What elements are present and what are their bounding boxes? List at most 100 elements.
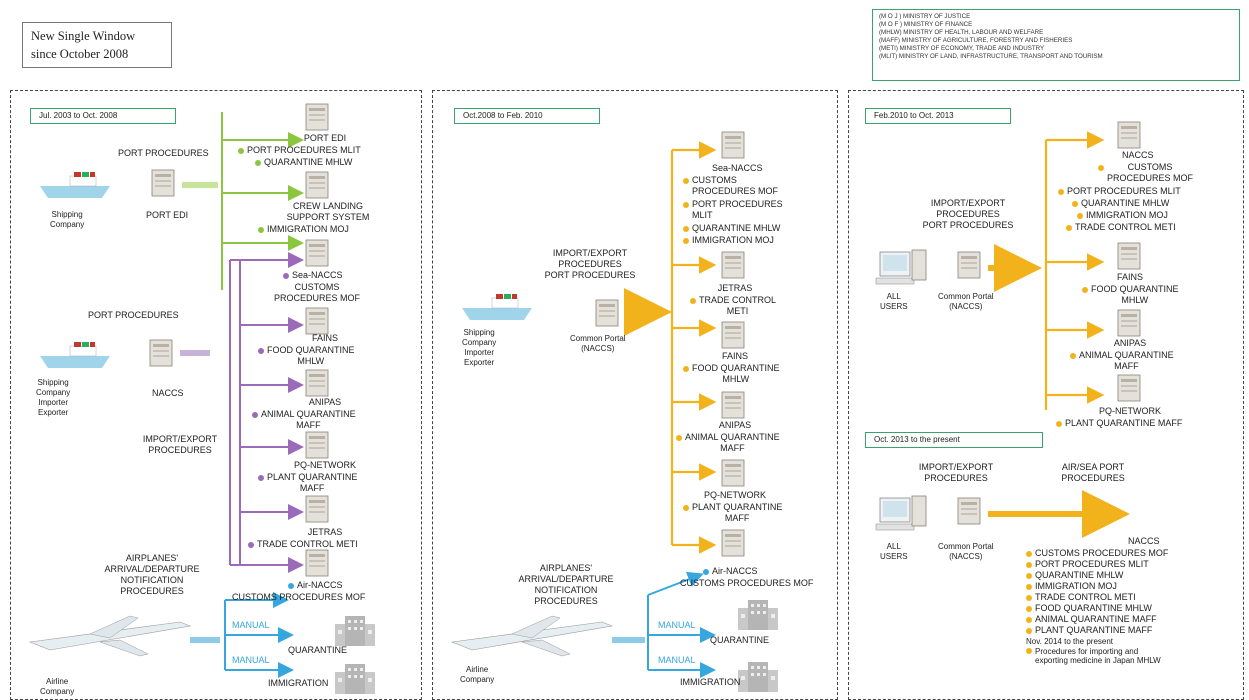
naccs-center-label: NACCS xyxy=(152,388,184,398)
bullet-dot xyxy=(283,272,289,279)
common-portal-label: Common Portal (NACCS) xyxy=(938,542,994,561)
procedures-label: IMPORT/EXPORT PROCEDURES PORT PROCEDURES xyxy=(544,248,636,280)
system-anipas: ANIPAS xyxy=(718,420,752,430)
bullet-dot xyxy=(255,159,261,166)
period-label: Jul. 2003 to Oct. 2008 xyxy=(30,108,176,124)
shipping-company-label: Shipping Company xyxy=(50,210,85,229)
bullet-item: PORT PROCEDURES MLIT xyxy=(1026,559,1168,570)
legend-item: (METI) MINISTRY OF ECONOMY, TRADE AND IN… xyxy=(879,45,1045,53)
bullet-dot xyxy=(1077,212,1083,219)
ship-icon xyxy=(39,341,111,369)
all-users-label: ALL USERS xyxy=(880,542,908,561)
bullet-dot xyxy=(1026,594,1032,601)
procedures-label: IMPORT/EXPORT PROCEDURES xyxy=(918,462,994,483)
bullet-item: IMMIGRATION MOJ xyxy=(1077,210,1168,221)
legend-item: (MHLW) MINISTRY OF HEALTH, LABOUR AND WE… xyxy=(879,29,1044,37)
common-portal-label: Common Portal (NACCS) xyxy=(938,292,994,311)
system-sea-naccs: Sea-NACCS xyxy=(283,270,343,281)
legend-item: (M O F ) MINISTRY OF FINANCE xyxy=(879,21,973,29)
port-edi-center-label: PORT EDI xyxy=(146,210,189,220)
bullet-dot xyxy=(1026,616,1032,623)
bullet-dot xyxy=(1026,583,1032,590)
airplanes-procedures-label: AIRPLANES' ARRIVAL/DEPARTURE NOTIFICATIO… xyxy=(104,553,200,596)
system-jetras: JETRAS xyxy=(307,527,343,537)
bullet-dot xyxy=(676,434,682,441)
bullet-item: PLANT QUARANTINE MAFF xyxy=(258,472,357,494)
bullet-item: PLANT QUARANTINE MAFF xyxy=(1056,418,1182,429)
system-anipas: ANIPAS xyxy=(1113,338,1147,348)
legend-item: (M O J ) MINISTRY OF JUSTICE xyxy=(879,13,971,20)
system-jetras: JETRAS xyxy=(717,283,753,293)
bullet-dot xyxy=(288,582,294,589)
server-icon xyxy=(149,339,173,367)
ship-icon xyxy=(461,293,533,321)
bullet-dot xyxy=(683,225,689,232)
bullet-dot xyxy=(1070,352,1076,359)
bullet-item: QUARANTINE MHLW xyxy=(255,157,352,168)
computer-icon xyxy=(875,495,927,531)
bullet-item: FOOD QUARANTINE MHLW xyxy=(258,345,355,367)
bullet-dot xyxy=(1098,164,1104,171)
bullet-item: QUARANTINE MHLW xyxy=(1026,570,1168,581)
bullet-dot xyxy=(1026,605,1032,612)
period-label: Oct.2008 to Feb. 2010 xyxy=(454,108,600,124)
bullet-dot xyxy=(1026,648,1032,654)
bullet-item: IMMIGRATION MOJ xyxy=(683,235,774,246)
building-icon xyxy=(738,600,778,630)
bullet-dot xyxy=(1058,188,1064,195)
server-icon xyxy=(957,497,981,525)
bullet-item: TRADE CONTROL METI xyxy=(248,539,358,550)
airplanes-procedures-label: AIRPLANES' ARRIVAL/DEPARTURE NOTIFICATIO… xyxy=(518,563,614,606)
bullet-item: IMMIGRATION MOJ xyxy=(258,224,349,235)
bullet-dot xyxy=(690,297,696,304)
air-sea-procedures-label: AIR/SEA PORT PROCEDURES xyxy=(1061,462,1125,483)
bullet-dot xyxy=(1082,286,1088,293)
bullet-item: IMMIGRATION MOJ xyxy=(1026,581,1168,592)
system-pq-network: PQ-NETWORK xyxy=(1099,406,1161,416)
system-pq-network: PQ-NETWORK xyxy=(294,460,356,470)
system-label: CUSTOMS PROCEDURES MOF xyxy=(232,592,366,602)
system-crew-landing: CREW LANDING SUPPORT SYSTEM xyxy=(286,201,370,222)
immigration-label: IMMIGRATION xyxy=(680,677,741,687)
bullet-item: PORT PROCEDURES MLIT xyxy=(683,199,783,221)
quarantine-label: QUARANTINE xyxy=(288,645,348,655)
bullet-item: ANIMAL QUARANTINE MAFF xyxy=(1026,614,1168,625)
system-naccs: NACCS xyxy=(1128,536,1160,546)
period-label: Oct. 2013 to the present xyxy=(865,432,1043,448)
airplane-icon xyxy=(29,615,191,657)
diagram-title: New Single Window since October 2008 xyxy=(22,22,172,68)
system-air-naccs: Air-NACCS xyxy=(703,566,758,577)
bullet-dot xyxy=(1026,550,1032,557)
nov-2014-note: Nov. 2014 to the present xyxy=(1026,637,1114,646)
bullet-dot xyxy=(683,177,689,184)
bullet-dot xyxy=(683,504,689,511)
bullet-item: PLANT QUARANTINE MAFF xyxy=(683,502,782,524)
system-fains: FAINS xyxy=(311,333,338,343)
server-icon xyxy=(151,169,175,197)
bullet-item: CUSTOMS PROCEDURES MOF xyxy=(683,175,778,197)
bullet-dot xyxy=(1026,572,1032,579)
system-label: CUSTOMS PROCEDURES MOF xyxy=(680,578,814,588)
ministry-legend: (M O J ) MINISTRY OF JUSTICE (M O F ) MI… xyxy=(872,9,1240,81)
shipper-importer-label: Shipping Company Importer Exporter xyxy=(462,328,497,367)
system-pq-network: PQ-NETWORK xyxy=(704,490,766,500)
bullet-item: QUARANTINE MHLW xyxy=(683,223,780,234)
bullet-dot xyxy=(683,365,689,372)
period-label: Feb.2010 to Oct. 2013 xyxy=(865,108,1011,124)
legend-item: (MAFF) MINISTRY OF AGRICULTURE, FORESTRY… xyxy=(879,37,1073,45)
bullet-dot xyxy=(703,568,709,575)
bullet-item: TRADE CONTROL METI xyxy=(1026,592,1168,603)
system-port-edi: PORT EDI xyxy=(303,133,347,143)
immigration-label: IMMIGRATION xyxy=(268,678,329,688)
building-icon xyxy=(335,616,375,646)
bullet-dot xyxy=(258,347,264,354)
manual-label: MANUAL xyxy=(232,655,270,665)
manual-label: MANUAL xyxy=(658,655,696,665)
building-icon xyxy=(335,664,375,694)
bullet-item: TRADE CONTROL METI xyxy=(690,295,776,317)
system-naccs: NACCS xyxy=(1122,150,1154,160)
bullet-dot xyxy=(238,147,244,154)
procedures-label: IMPORT/EXPORT PROCEDURES PORT PROCEDURES xyxy=(922,198,1014,230)
bullet-item: CUSTOMS PROCEDURES MOF xyxy=(1026,548,1168,559)
